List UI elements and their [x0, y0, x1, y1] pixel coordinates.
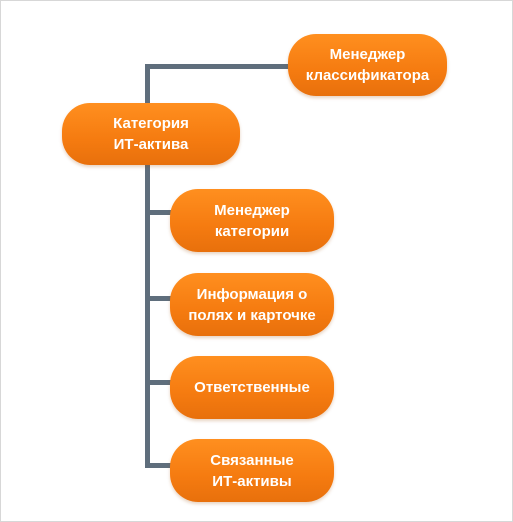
connector-child-3	[145, 380, 173, 385]
node-related-it-assets-line2: ИТ-активы	[212, 472, 292, 490]
node-category-manager-line2: категории	[214, 222, 290, 240]
connector-child-4	[145, 463, 173, 468]
node-it-asset-category: Категория ИТ-актива	[62, 103, 240, 165]
node-related-it-assets: Связанные ИТ-активы	[170, 439, 334, 502]
connector-root-horizontal	[145, 64, 291, 69]
node-category-manager: Менеджер категории	[170, 189, 334, 252]
connector-child-1	[145, 210, 173, 215]
connector-children-vertical	[145, 161, 150, 468]
node-classifier-manager-line1: Менеджер	[329, 46, 406, 63]
node-classifier-manager-line2: классификатора	[305, 67, 430, 84]
connector-root-vertical	[145, 64, 150, 109]
node-related-it-assets-line1: Связанные	[210, 451, 294, 469]
node-fields-and-card-info-line2: полях и карточке	[188, 306, 316, 324]
node-it-asset-category-line2: ИТ-актива	[113, 136, 189, 153]
node-fields-and-card-info: Информация о полях и карточке	[170, 273, 334, 336]
node-category-manager-line1: Менеджер	[214, 201, 290, 219]
node-fields-and-card-info-line1: Информация о	[196, 285, 308, 303]
node-responsible-line1: Ответственные	[194, 379, 310, 396]
connector-child-2	[145, 296, 173, 301]
node-responsible: Ответственные	[170, 356, 334, 419]
node-it-asset-category-line1: Категория	[113, 115, 189, 132]
node-classifier-manager: Менеджер классификатора	[288, 34, 447, 96]
